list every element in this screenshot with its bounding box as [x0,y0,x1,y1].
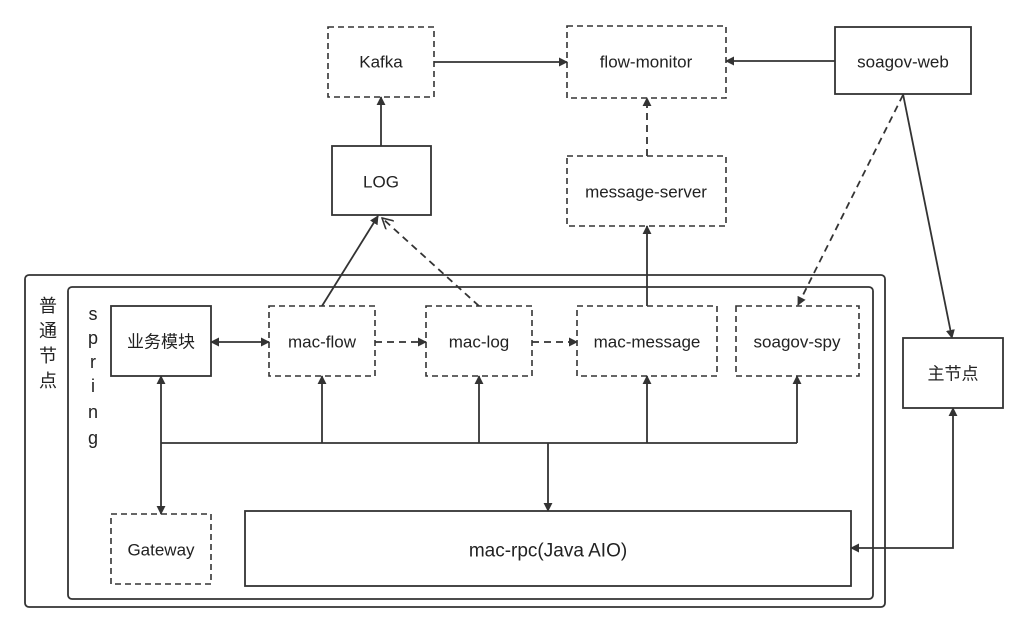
spring-label-char: p [88,328,98,348]
arrow-soagov-web-to-master-node [902,93,955,339]
normal-node-label-char: 普 [39,296,57,316]
soagov-spy-label: soagov-spy [754,333,841,352]
soagov-web-node: soagov-web [834,26,972,95]
spring-label-char: r [90,352,96,372]
mac-flow-label: mac-flow [288,333,357,352]
mac-log-label: mac-log [449,333,509,352]
normal-node-label-char: 节 [39,346,57,366]
flow-monitor-label: flow-monitor [600,53,693,72]
log-label: LOG [363,173,399,192]
spring-label-char: i [91,376,95,396]
master-node: 主节点 [902,337,1004,409]
message-server-label: message-server [585,183,707,202]
mac-message-label: mac-message [594,333,701,352]
log-node: LOG [331,145,432,216]
business-module-node: 业务模块 [110,305,212,377]
arrow-mac-rpc-master-node [850,407,958,553]
spring-label-char: s [89,304,98,324]
flow-monitor-node: flow-monitor [566,25,727,99]
spring-label-char: n [88,402,98,422]
gateway-label: Gateway [127,541,195,560]
spring-label-char: g [88,428,98,448]
mac-rpc-node: mac-rpc(Java AIO) [244,510,852,587]
mac-flow-node: mac-flow [268,305,376,377]
soagov-web-label: soagov-web [857,53,949,72]
mac-rpc-label: mac-rpc(Java AIO) [469,541,627,562]
mac-message-node: mac-message [576,305,718,377]
arrow-mac-log-to-log [382,218,480,307]
mac-log-node: mac-log [425,305,533,377]
arrow-soagov-web-to-soagov-spy [797,94,904,306]
gateway-node: Gateway [110,513,212,585]
arrow-mac-flow-to-log [321,215,379,307]
normal-node-label-char: 通 [39,321,57,341]
kafka-node: Kafka [327,26,435,98]
connectors [156,56,958,553]
master-node-label: 主节点 [928,365,979,384]
soagov-spy-node: soagov-spy [735,305,860,377]
message-server-node: message-server [566,155,727,227]
business-module-label: 业务模块 [127,333,195,352]
normal-node-label-char: 点 [39,371,57,391]
kafka-label: Kafka [359,53,403,72]
